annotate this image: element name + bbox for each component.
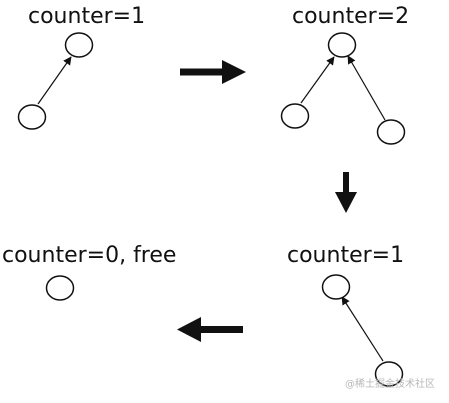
- object-node: [327, 32, 357, 58]
- transition-arrow-left: [177, 317, 243, 342]
- arrow-shaft: [180, 68, 224, 76]
- top-left-counter-label: counter=1: [28, 4, 146, 29]
- reference-node: [17, 104, 47, 130]
- panel-top-right: [280, 32, 406, 145]
- pointer-edge: [37, 56, 72, 105]
- object-node: [64, 32, 94, 58]
- bottom-left-counter-label: counter=0, free: [2, 243, 177, 268]
- pointer-edge: [300, 56, 335, 104]
- pointer-edge: [347, 55, 386, 121]
- transition-arrow-down: [335, 172, 357, 213]
- object-node: [321, 274, 351, 300]
- arrow-head: [177, 317, 201, 342]
- panel-bottom-right: [321, 274, 404, 387]
- reference-node: [280, 103, 310, 129]
- watermark-text: @稀土掘金技术社区: [345, 379, 435, 390]
- arrow-shaft: [199, 326, 243, 333]
- reference-node: [376, 119, 406, 145]
- panel-bottom-left: [45, 275, 75, 301]
- panel-top-left: [17, 32, 94, 130]
- pointer-edge: [341, 296, 384, 362]
- arrow-head: [335, 192, 357, 213]
- arrow-shaft: [343, 172, 349, 194]
- top-right-counter-label: counter=2: [292, 4, 410, 29]
- bottom-right-counter-label: counter=1: [287, 243, 405, 268]
- transition-arrow-right: [180, 60, 246, 84]
- object-node: [45, 275, 75, 301]
- reference-node: [374, 361, 404, 387]
- arrow-head: [222, 60, 246, 84]
